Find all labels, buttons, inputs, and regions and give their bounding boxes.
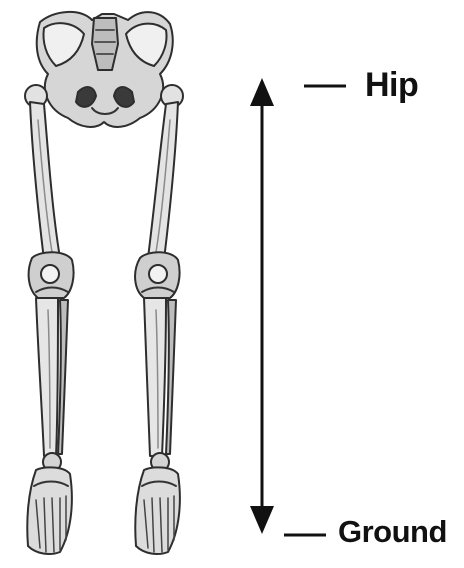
left-knee	[29, 252, 74, 298]
left-femur	[30, 102, 60, 260]
right-lower-leg	[144, 298, 176, 456]
hip-label: Hip	[365, 66, 418, 105]
lower-body-skeleton-icon	[25, 12, 183, 554]
pelvis	[25, 12, 183, 127]
right-femur	[148, 102, 178, 260]
leg-length-arrow	[250, 78, 274, 534]
right-knee	[135, 252, 180, 298]
arrow-up-icon	[250, 78, 274, 106]
left-lower-leg	[36, 298, 68, 456]
left-foot	[27, 467, 72, 554]
arrow-down-icon	[250, 506, 274, 534]
right-foot	[135, 467, 180, 554]
ground-label: Ground	[338, 514, 447, 550]
